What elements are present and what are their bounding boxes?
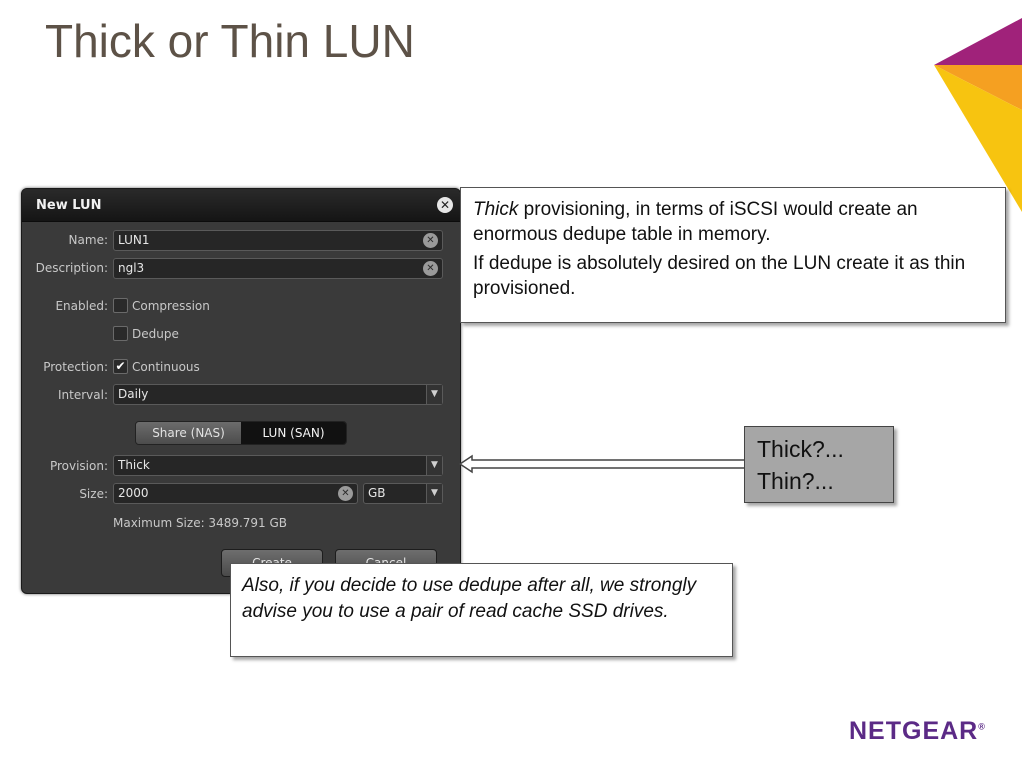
enabled-label: Enabled: — [55, 299, 108, 313]
size-unit-value: GB — [368, 486, 386, 500]
size-label: Size: — [79, 487, 108, 501]
callout-text-1: provisioning, in terms of iSCSI would cr… — [473, 199, 918, 245]
left-arrow-icon — [458, 454, 747, 474]
tab-lun-san[interactable]: LUN (SAN) — [241, 422, 346, 444]
provision-label: Provision: — [49, 459, 108, 473]
continuous-checkbox[interactable]: ✔ — [113, 359, 128, 374]
dedupe-checkbox[interactable] — [113, 326, 128, 341]
protection-label: Protection: — [43, 360, 108, 374]
chevron-down-icon[interactable]: ▼ — [426, 385, 442, 404]
question-line-2: Thin?... — [757, 468, 834, 494]
size-unit-select[interactable]: GB ▼ — [363, 483, 443, 504]
question-line-1: Thick?... — [757, 436, 844, 462]
logo-registered-mark: ® — [978, 721, 986, 732]
netgear-logo: NETGEAR® — [849, 717, 986, 746]
callout-paragraph-1: Thick provisioning, in terms of iSCSI wo… — [473, 197, 993, 247]
check-icon: ✔ — [115, 359, 126, 373]
slide-title: Thick or Thin LUN — [45, 15, 415, 67]
callout-paragraph-2: If dedupe is absolutely desired on the L… — [473, 253, 966, 299]
name-input[interactable]: LUN1 ✕ — [113, 230, 443, 251]
corner-decoration — [934, 18, 1022, 212]
dedupe-label: Dedupe — [132, 327, 179, 341]
name-value: LUN1 — [118, 233, 150, 247]
callout-emphasis: Thick — [473, 199, 519, 220]
continuous-label: Continuous — [132, 360, 200, 374]
close-icon[interactable]: ✕ — [437, 197, 453, 213]
thick-thin-question-box: Thick?... Thin?... — [744, 426, 894, 503]
description-label: Description: — [35, 261, 108, 275]
new-lun-dialog: New LUN ✕ Name: LUN1 ✕ Description: ngl3… — [21, 188, 461, 594]
name-label: Name: — [68, 233, 108, 247]
description-input[interactable]: ngl3 ✕ — [113, 258, 443, 279]
chevron-down-icon[interactable]: ▼ — [426, 456, 442, 475]
max-size-text: Maximum Size: 3489.791 GB — [113, 516, 288, 530]
interval-select[interactable]: Daily ▼ — [113, 384, 443, 405]
clear-field-icon[interactable]: ✕ — [423, 233, 438, 248]
dialog-title: New LUN — [36, 198, 102, 213]
dialog-header: New LUN ✕ — [22, 189, 460, 222]
size-value: 2000 — [118, 486, 149, 500]
ssd-advice-callout: Also, if you decide to use dedupe after … — [230, 563, 733, 657]
logo-text: NETGEAR — [849, 717, 979, 745]
ssd-advice-text: Also, if you decide to use dedupe after … — [242, 575, 697, 622]
description-value: ngl3 — [118, 261, 145, 275]
size-input[interactable]: 2000 ✕ — [113, 483, 358, 504]
provision-value: Thick — [118, 458, 150, 472]
share-type-toggle: Share (NAS) LUN (SAN) — [135, 421, 347, 445]
thick-provision-callout: Thick provisioning, in terms of iSCSI wo… — [460, 187, 1006, 323]
interval-value: Daily — [118, 387, 149, 401]
clear-field-icon[interactable]: ✕ — [338, 486, 353, 501]
interval-label: Interval: — [58, 388, 108, 402]
tab-share-nas[interactable]: Share (NAS) — [136, 422, 241, 444]
compression-label: Compression — [132, 299, 210, 313]
compression-checkbox[interactable] — [113, 298, 128, 313]
provision-select[interactable]: Thick ▼ — [113, 455, 443, 476]
clear-field-icon[interactable]: ✕ — [423, 261, 438, 276]
chevron-down-icon[interactable]: ▼ — [426, 484, 442, 503]
